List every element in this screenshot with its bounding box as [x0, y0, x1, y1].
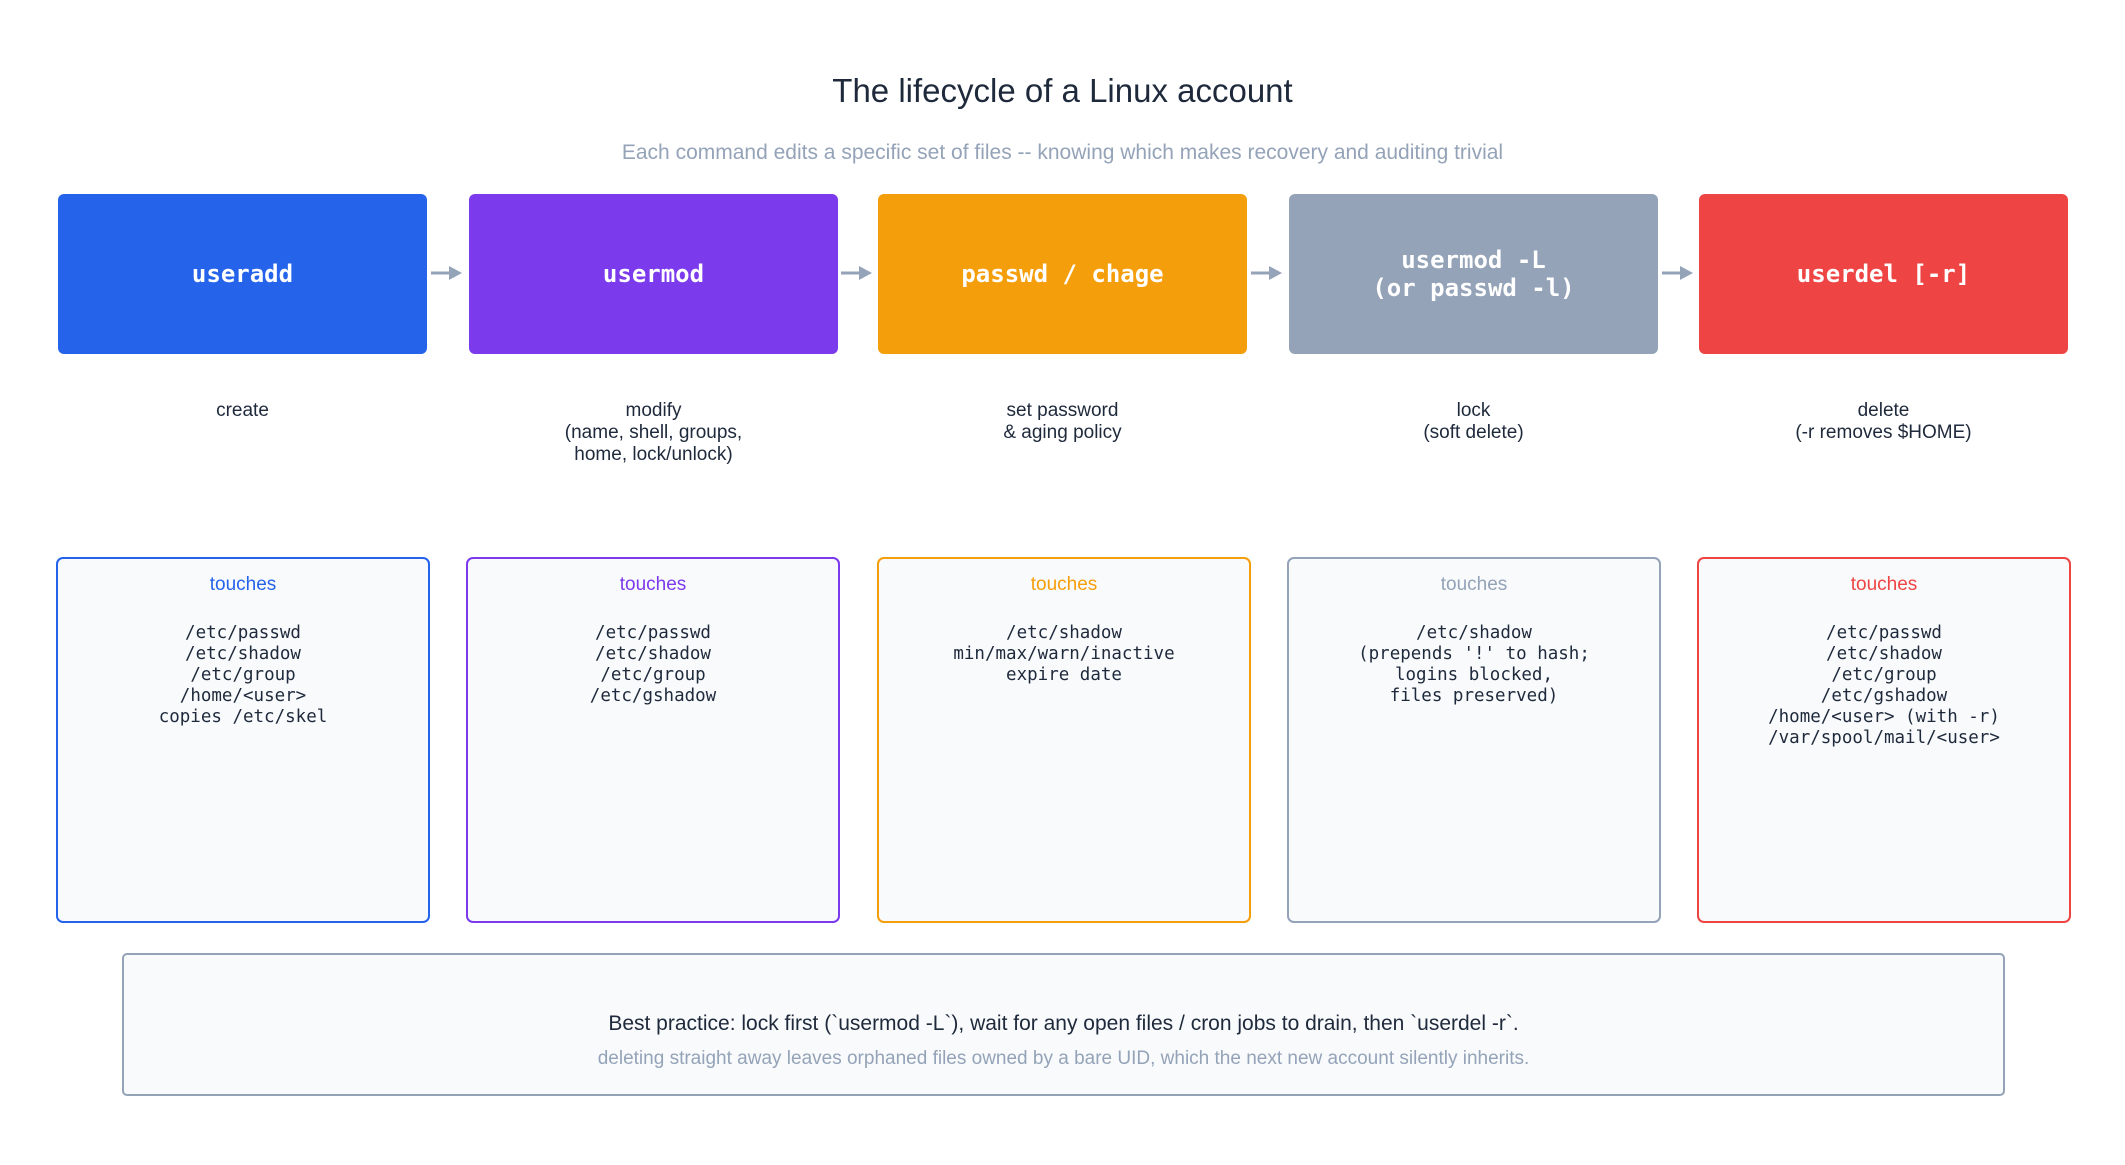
- arrow-right-icon: [431, 266, 462, 280]
- touches-heading: touches: [1030, 574, 1098, 595]
- best-practice-note: Best practice: lock first (`usermod -L`)…: [122, 953, 2005, 1096]
- touched-files-list: /etc/shadow (prepends '!' to hash; login…: [1358, 623, 1590, 706]
- arrow-right-icon: [1662, 266, 1693, 280]
- stage-action-label: lock (soft delete): [1423, 400, 1524, 443]
- touches-heading: touches: [1850, 574, 1918, 595]
- touches-panel-lock: touches /etc/shadow (prepends '!' to has…: [1287, 557, 1661, 923]
- page-subtitle: Each command edits a specific set of fil…: [621, 141, 1504, 164]
- stage-action-label: create: [216, 400, 269, 421]
- arrow-right-icon: [1251, 266, 1282, 280]
- stage-command: useradd: [191, 260, 294, 288]
- stage-action-label: modify (name, shell, groups, home, lock/…: [564, 400, 743, 465]
- touched-files-list: /etc/shadow min/max/warn/inactive expire…: [953, 623, 1175, 685]
- stage-useradd-box: useradd: [58, 194, 427, 354]
- note-main-text: Best practice: lock first (`usermod -L`)…: [608, 1012, 1519, 1035]
- touches-heading: touches: [619, 574, 687, 595]
- touches-heading: touches: [1440, 574, 1508, 595]
- touches-panel-passwd: touches /etc/shadow min/max/warn/inactiv…: [877, 557, 1251, 923]
- stage-userdel-box: userdel [-r]: [1699, 194, 2068, 354]
- stage-command: passwd / chage: [961, 260, 1164, 288]
- touches-panel-useradd: touches /etc/passwd /etc/shadow /etc/gro…: [56, 557, 430, 923]
- stage-passwd-box: passwd / chage: [878, 194, 1247, 354]
- touches-panel-userdel: touches /etc/passwd /etc/shadow /etc/gro…: [1697, 557, 2071, 923]
- stage-command: usermod: [602, 260, 705, 288]
- stage-command: userdel [-r]: [1796, 260, 1971, 288]
- page-title: The lifecycle of a Linux account: [832, 72, 1293, 109]
- stage-command: usermod -L (or passwd -l): [1372, 246, 1575, 302]
- touches-panel-usermod: touches /etc/passwd /etc/shadow /etc/gro…: [466, 557, 840, 923]
- touched-files-list: /etc/passwd /etc/shadow /etc/group /etc/…: [589, 623, 717, 706]
- note-sub-text: deleting straight away leaves orphaned f…: [597, 1048, 1530, 1069]
- touched-files-list: /etc/passwd /etc/shadow /etc/group /home…: [158, 623, 328, 727]
- stage-action-label: set password & aging policy: [1003, 400, 1122, 443]
- stage-usermod-box: usermod: [469, 194, 838, 354]
- arrow-right-icon: [841, 266, 872, 280]
- stage-lock-box: usermod -L (or passwd -l): [1289, 194, 1658, 354]
- touched-files-list: /etc/passwd /etc/shadow /etc/group /etc/…: [1768, 623, 2000, 748]
- touches-heading: touches: [209, 574, 277, 595]
- stage-action-label: delete (-r removes $HOME): [1795, 400, 1972, 443]
